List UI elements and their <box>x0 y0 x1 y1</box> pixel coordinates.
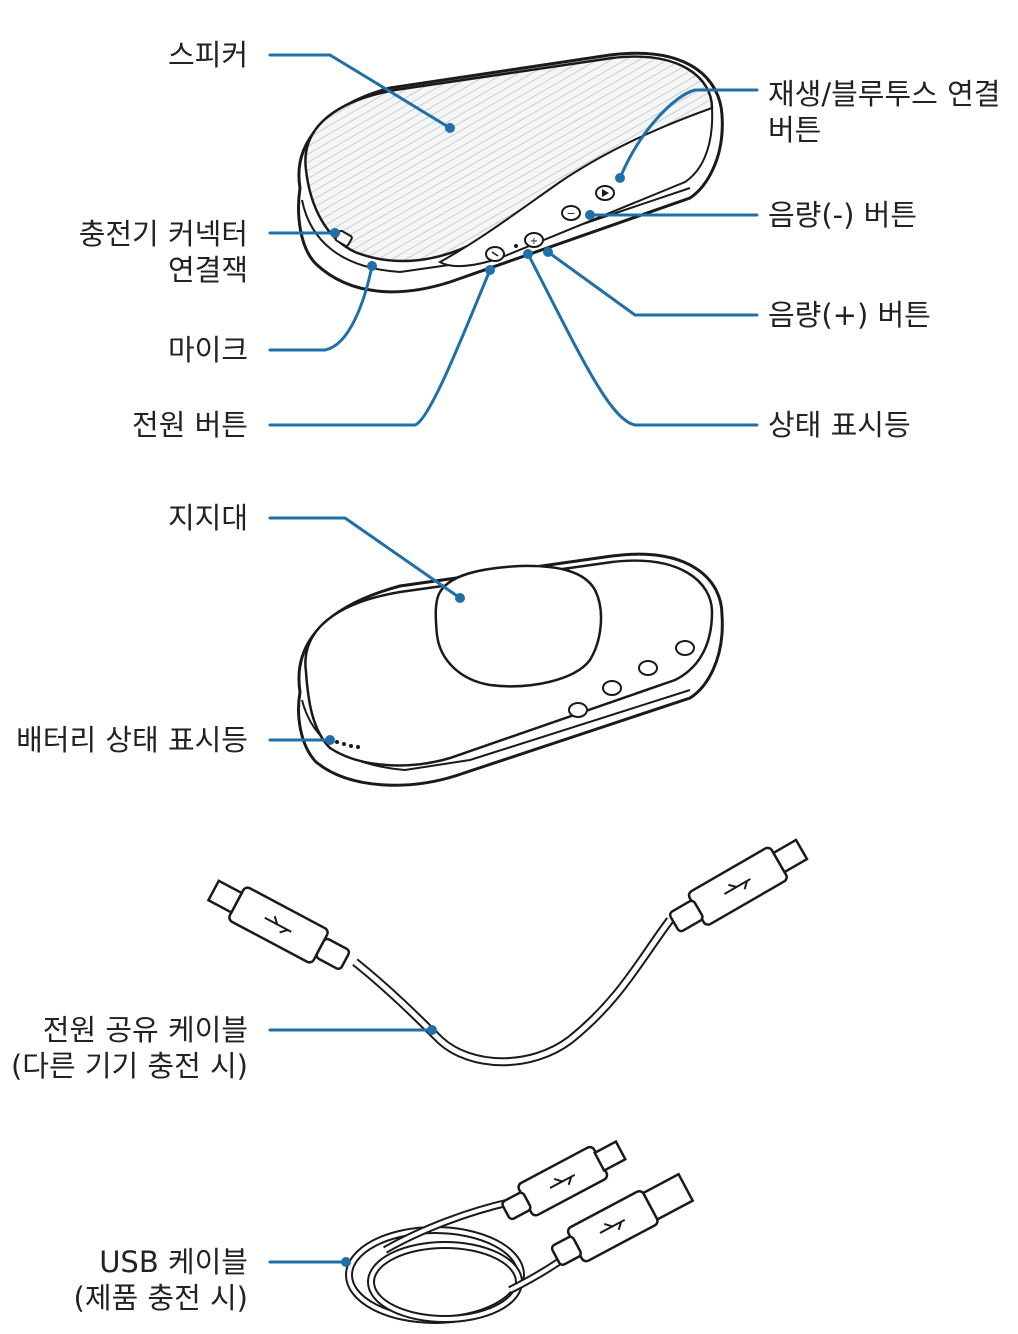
volume-up-icon: + <box>524 232 544 248</box>
stand-pad <box>434 564 603 688</box>
power-button-icon <box>485 246 505 262</box>
battery-led-dots <box>335 740 360 749</box>
label-stand: 지지대 <box>167 501 248 535</box>
leader-power <box>268 268 492 427</box>
leader-lines <box>268 53 759 1264</box>
label-battery-led: 배터리 상태 표시등 <box>16 723 248 757</box>
leader-volume-up <box>546 250 759 317</box>
leader-stand <box>268 516 462 600</box>
label-usb-cable: USB 케이블 (제품 충전 시) <box>73 1245 248 1315</box>
svg-text:+: + <box>530 236 538 247</box>
label-volume-down-button: 음량(-) 버튼 <box>768 198 918 232</box>
label-charger-jack: 충전기 커넥터 연결잭 <box>78 217 248 287</box>
leader-play <box>618 88 759 180</box>
leader-status-led <box>526 252 759 427</box>
label-power-share-cable: 전원 공유 케이블 (다른 기기 충전 시) <box>10 1013 248 1083</box>
speaker-device-stand <box>297 552 724 787</box>
status-led-dot <box>514 244 518 248</box>
leader-speaker <box>268 53 452 130</box>
label-mic: 마이크 <box>167 333 248 367</box>
label-play-bluetooth-button: 재생/블루투스 연결 버튼 <box>768 77 1001 147</box>
volume-down-icon: − <box>561 205 581 221</box>
label-status-led: 상태 표시등 <box>768 408 911 442</box>
label-power-button: 전원 버튼 <box>132 408 248 442</box>
label-volume-up-button: 음량(+) 버튼 <box>768 298 931 332</box>
play-button-icon <box>595 185 615 201</box>
svg-text:−: − <box>566 207 575 220</box>
power-share-cable-illustration <box>206 838 809 1067</box>
speaker-device-top: + − <box>297 51 724 294</box>
label-speaker: 스피커 <box>167 38 248 72</box>
leader-mic <box>268 264 374 352</box>
usb-cable-illustration <box>345 1139 695 1324</box>
